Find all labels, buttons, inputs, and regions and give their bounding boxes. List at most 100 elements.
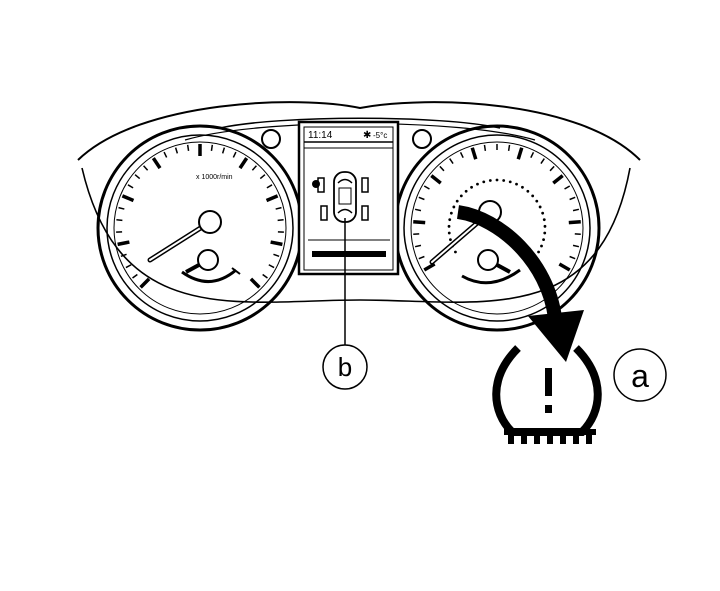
- gauge-tick: [151, 157, 162, 170]
- gauge-dot: [535, 199, 539, 203]
- gauge-tick: [262, 273, 268, 279]
- gauge-tick: [259, 174, 266, 180]
- gauge-dot: [455, 199, 459, 203]
- tread-mark: [573, 434, 579, 444]
- gauge-dot: [476, 182, 479, 186]
- tire-rear-left: [320, 205, 328, 221]
- gauge-dot: [543, 231, 547, 235]
- gauge-tick: [238, 157, 249, 170]
- tire-rear-right: [361, 205, 369, 221]
- gauge-dot: [448, 218, 452, 222]
- tachometer-hub: [198, 210, 222, 234]
- gauge-tick: [430, 174, 442, 185]
- gauge-tick: [470, 147, 478, 160]
- display-temperature: -5°c: [373, 131, 387, 140]
- gauge-tick: [163, 151, 168, 158]
- gauge-tick: [221, 147, 226, 154]
- gauge-dot: [449, 211, 453, 215]
- gauge-tick: [275, 206, 282, 210]
- tread-mark: [534, 434, 540, 444]
- gauge-tick: [483, 144, 487, 151]
- gauge-dot: [454, 250, 457, 254]
- exclamation-bar: [545, 368, 552, 396]
- gauge-tick: [569, 255, 576, 260]
- gauge-dot: [541, 211, 545, 215]
- snowflake-icon: ✱: [363, 130, 371, 141]
- fuel-subgauge: [181, 249, 241, 283]
- gauge-dot: [515, 182, 518, 186]
- callout-b-label: b: [338, 352, 352, 382]
- gauge-tick: [459, 151, 464, 159]
- gauge-dot: [538, 205, 542, 209]
- gauge-tick: [132, 273, 138, 279]
- gauge-dot: [542, 238, 545, 242]
- gauge-tick: [558, 262, 571, 272]
- gauge-dot: [508, 180, 512, 184]
- speedometer-inner-dots: [447, 178, 547, 254]
- gauge-dot: [526, 189, 530, 193]
- gauge-dot: [470, 185, 473, 189]
- tachometer-ticks: [116, 144, 284, 289]
- gauge-dot: [502, 179, 506, 182]
- gauge-tick: [174, 147, 179, 154]
- gauge-tick: [117, 240, 130, 247]
- gauge-tick: [572, 244, 580, 248]
- gauge-dot: [447, 224, 451, 228]
- gauge-tick: [277, 219, 284, 222]
- display-time: 11:14: [308, 130, 333, 141]
- gauge-tick: [507, 144, 511, 151]
- low-tire-indicator: [312, 180, 320, 188]
- gauge-tick: [572, 208, 580, 212]
- gauge-tick: [273, 253, 280, 258]
- gauge-dot: [464, 189, 468, 193]
- gauge-tick: [186, 144, 190, 151]
- temp-subgauge: [461, 249, 521, 285]
- gauge-tick: [552, 174, 564, 185]
- gauge-tick: [232, 151, 237, 158]
- gauge-tick: [549, 165, 555, 172]
- gauge-tick: [266, 184, 273, 189]
- tread-mark: [521, 434, 527, 444]
- gauge-dot: [488, 179, 492, 182]
- gauge-tick: [569, 196, 576, 201]
- exclamation-dot: [545, 405, 552, 413]
- tpms-warning-icon: [492, 345, 602, 444]
- gauge-tick: [423, 185, 430, 190]
- gauge-tick: [413, 219, 426, 225]
- gauge-dot: [452, 205, 456, 209]
- callout-b: b: [322, 218, 368, 390]
- gauge-tick: [530, 151, 535, 159]
- gauge-tick: [516, 147, 524, 160]
- center-display: 11:14 ✱ -5°c: [297, 120, 400, 276]
- tire-front-right: [361, 177, 369, 193]
- gauge-tick: [568, 219, 581, 225]
- gauge-tick: [118, 206, 125, 210]
- tread-mark: [508, 434, 514, 444]
- gauge-dot: [482, 180, 486, 184]
- gauge-tick: [439, 165, 445, 172]
- gauge-tick: [134, 174, 141, 180]
- tachometer: x 1000r/min: [96, 124, 304, 332]
- gauge-dot: [449, 238, 452, 242]
- gauge-tick: [265, 194, 279, 203]
- gauge-dot: [447, 231, 451, 235]
- gauge-tick: [418, 196, 425, 201]
- arrow-to-warning: [456, 205, 584, 362]
- tread-mark: [560, 434, 566, 444]
- gauge-dot: [540, 244, 543, 248]
- gauge-dot: [542, 218, 546, 222]
- gauge-dot: [459, 194, 463, 198]
- gauge-tick: [210, 144, 214, 151]
- gauge-dot: [543, 224, 547, 228]
- callout-a: a: [613, 348, 667, 402]
- gauge-tick: [121, 194, 135, 203]
- gauge-tick: [139, 277, 151, 289]
- gauge-dot: [521, 185, 524, 189]
- gauge-dot: [537, 250, 540, 254]
- gauge-tick: [270, 240, 283, 247]
- gauge-tick: [540, 158, 545, 164]
- gauge-tick: [120, 253, 127, 258]
- gauge-tick: [449, 158, 454, 164]
- display-bar: [312, 251, 386, 257]
